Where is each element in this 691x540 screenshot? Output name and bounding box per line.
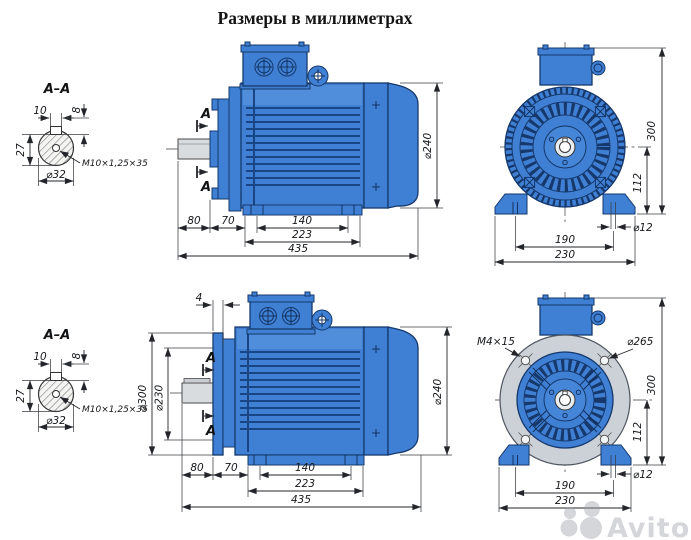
section-label: A–A xyxy=(43,328,71,343)
cut-mark-label: A xyxy=(205,351,216,366)
cut-mark-label: A xyxy=(200,180,211,195)
terminal-box-front xyxy=(539,52,593,86)
shaft xyxy=(177,138,211,160)
page-title: Размеры в миллиметрах xyxy=(218,8,413,28)
mounting-feet xyxy=(247,454,365,466)
flange-hole xyxy=(518,432,533,447)
dim-keyway-depth: 8 xyxy=(71,106,83,113)
dim-front-len: 70 xyxy=(224,462,238,474)
keyway-notch xyxy=(562,137,568,143)
foot-left xyxy=(494,193,528,215)
dim-foot-width: 230 xyxy=(555,249,575,261)
thread-callout: M10×1,25×35 xyxy=(82,159,148,169)
center-hole xyxy=(52,144,60,152)
flange-hole xyxy=(597,432,612,447)
cut-mark-label: A xyxy=(205,424,216,439)
dim-body-dia: ⌀240 xyxy=(432,379,444,406)
thread-callout: M10×1,25×35 xyxy=(82,405,148,415)
dim-foot-span: 140 xyxy=(292,215,312,227)
dim-axis-height: 112 xyxy=(632,422,644,442)
dim-foot-len: 223 xyxy=(295,478,315,490)
front-view-flange-mounted: M4×15 ⌀265 300 112 ⌀12 190 230 xyxy=(477,292,666,512)
dim-shaft-dia: ⌀32 xyxy=(46,415,66,427)
dim-axis-height: 112 xyxy=(632,173,644,193)
cable-gland xyxy=(590,310,606,326)
foot-right xyxy=(600,444,632,466)
section-label: A–A xyxy=(43,82,71,97)
watermark-logo-dot xyxy=(584,501,600,517)
dim-total-len: 435 xyxy=(288,243,308,255)
flange-hole xyxy=(518,353,533,368)
watermark: Avito xyxy=(560,501,690,540)
watermark-logo-dot xyxy=(564,507,576,519)
dim-foot-width: 230 xyxy=(555,495,575,507)
dim-key-height: 27 xyxy=(15,143,27,157)
shaft xyxy=(181,382,214,404)
keyway-slot xyxy=(50,372,62,381)
dim-shaft-dia: ⌀32 xyxy=(46,169,66,181)
dim-total-len: 435 xyxy=(291,494,311,506)
terminal-box xyxy=(242,49,308,87)
foot-right xyxy=(602,193,636,215)
dim-foot-hole-dia: ⌀12 xyxy=(633,222,653,234)
shaft-collar xyxy=(209,130,219,168)
cut-mark-label: A xyxy=(200,107,211,122)
dim-key-height: 27 xyxy=(15,389,27,403)
flange-holes-callout: M4×15 xyxy=(477,336,515,348)
shaft-end xyxy=(559,394,571,406)
dim-front-len: 70 xyxy=(221,215,235,227)
bearing-shield xyxy=(217,98,230,200)
side-view-flange-mounted: A A 4 ⌀300 ⌀230 ⌀240 80 70 140 223 435 xyxy=(137,291,452,512)
dim-foot-hole-dia: ⌀12 xyxy=(633,469,653,481)
dim-keyway-width: 10 xyxy=(33,105,47,117)
dim-height: 300 xyxy=(646,375,658,395)
fan-fins xyxy=(520,102,610,192)
mounting-feet xyxy=(242,204,363,216)
shaft-section-bottom: A–A 10 8 27 ⌀32 M10×1,25×35 xyxy=(15,328,148,432)
fan-cover xyxy=(387,82,419,209)
cable-gland xyxy=(590,60,606,76)
dim-spigot-dia: ⌀230 xyxy=(154,385,166,412)
dim-foot-hole-span: 190 xyxy=(555,480,575,492)
watermark-logo-dot xyxy=(560,519,578,537)
cooling-ribs xyxy=(505,87,625,207)
dim-height: 300 xyxy=(646,121,658,141)
bolt-circle-callout: ⌀265 xyxy=(627,336,654,348)
shaft-end xyxy=(559,141,571,153)
center-hole xyxy=(52,390,60,398)
keyway-slot xyxy=(50,126,62,135)
watermark-logo-dot xyxy=(580,517,602,539)
fan-cover xyxy=(387,326,419,456)
dim-foot-span: 140 xyxy=(295,462,315,474)
dim-flange-thk: 4 xyxy=(196,292,203,304)
dim-keyway-depth: 8 xyxy=(71,352,83,359)
keyway-notch xyxy=(562,390,568,396)
dim-shaft-len: 80 xyxy=(187,215,201,227)
shaft-section-top: A–A 10 8 27 ⌀32 M10×1,25×35 xyxy=(15,82,148,186)
dim-keyway-width: 10 xyxy=(33,351,47,363)
terminal-box xyxy=(249,300,313,330)
shield-fins xyxy=(524,359,606,441)
dim-body-dia: ⌀240 xyxy=(422,133,434,160)
bearing-shield xyxy=(222,338,236,448)
foot-left xyxy=(498,444,530,466)
front-view-foot-mounted: 300 112 ⌀12 190 230 xyxy=(494,42,666,266)
watermark-brand: Avito xyxy=(607,513,690,540)
dim-foot-hole-span: 190 xyxy=(555,234,575,246)
dim-flange-dia: ⌀300 xyxy=(137,385,149,412)
dim-shaft-len: 80 xyxy=(190,462,204,474)
shaft-key xyxy=(183,378,211,384)
terminal-box-front xyxy=(539,302,593,336)
dim-foot-len: 223 xyxy=(292,229,312,241)
side-view-foot-mounted: A A 80 70 140 223 435 ⌀240 xyxy=(166,41,443,260)
